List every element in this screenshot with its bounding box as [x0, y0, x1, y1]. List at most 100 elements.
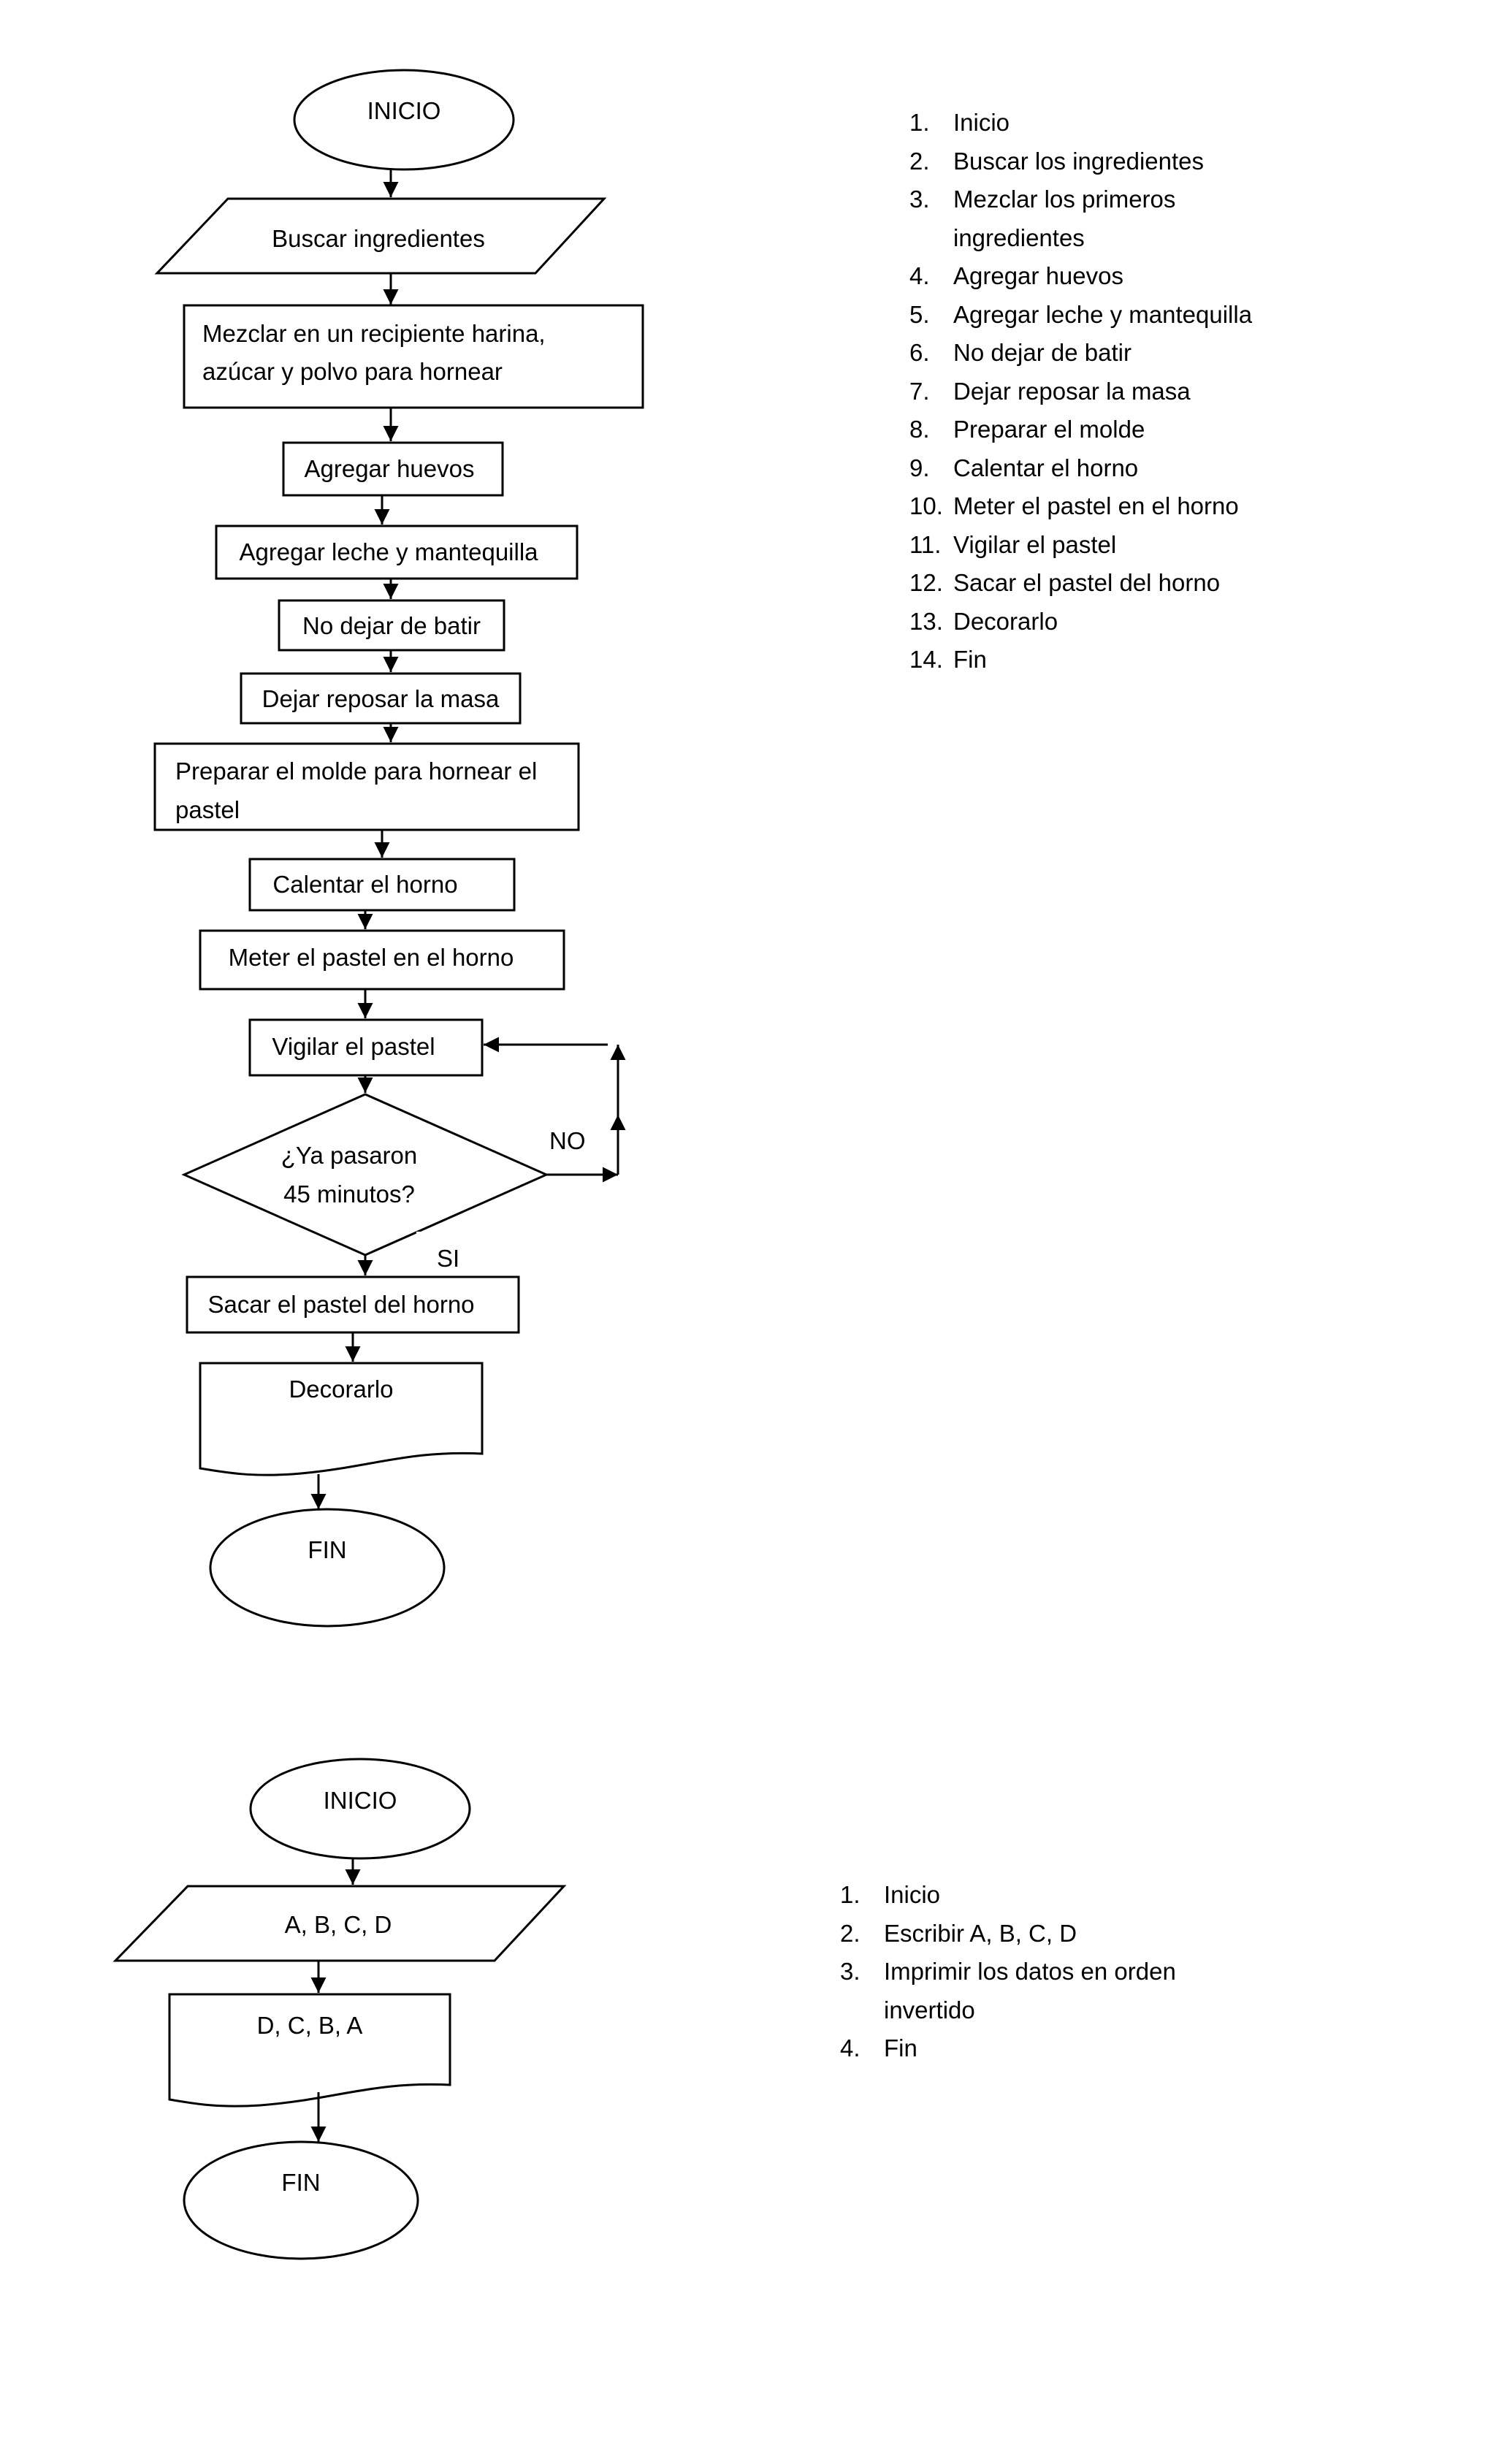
list-item-number: 3. [909, 186, 930, 213]
decision-yes-label: SI [437, 1245, 459, 1272]
input-label: A, B, C, D [285, 1911, 392, 1938]
process-rest-label: Dejar reposar la masa [262, 685, 500, 712]
process-watch-label: Vigilar el pastel [272, 1033, 435, 1060]
list-item-number: 13. [909, 607, 943, 635]
list-item: 10. Meter el pastel en el horno [909, 487, 1304, 526]
list-item-number: 2. [909, 147, 930, 175]
process-remove-label: Sacar el pastel del horno [207, 1291, 474, 1318]
process-eggs-label: Agregar huevos [305, 455, 475, 482]
process-heat-box [248, 858, 516, 912]
input-parallelogram [112, 1885, 567, 1962]
list-item: 13.Decorarlo [909, 603, 1304, 641]
list-item-text: Dejar reposar la masa [953, 377, 1191, 405]
list-item-text: Vigilar el pastel [953, 530, 1117, 558]
list-item: 4. Agregar huevos [909, 257, 1304, 296]
list-item-number: 12. [909, 569, 943, 596]
list-item: 2. Buscar los ingredientes [909, 142, 1304, 181]
decision-diamond [181, 1093, 549, 1256]
list-item-number: 1. [909, 109, 930, 136]
list-item-number: 4. [909, 262, 930, 289]
label-background [416, 1232, 492, 1280]
list-item-text: Fin [953, 646, 987, 673]
start-label: INICIO [324, 1787, 397, 1814]
start-terminal [293, 69, 515, 171]
input-parallelogram [154, 197, 607, 275]
list-item-number: 8. [909, 416, 930, 443]
list-item-text: Inicio [884, 1881, 941, 1908]
process-mix-line1: Mezclar en un recipiente harina, [202, 320, 546, 347]
end-terminal [209, 1508, 446, 1628]
list-item-text: Calentar el horno [953, 454, 1139, 481]
end-label: FIN [308, 1536, 346, 1563]
decision-no-label: NO [549, 1127, 586, 1154]
list-item-text: Imprimir los datos en orden invertido [884, 1958, 1176, 2024]
list-item: 3. Mezclar los primeros ingredientes [909, 180, 1304, 257]
list-item: 5. Agregar leche y mantequilla [909, 296, 1304, 335]
output-document-shape [168, 1993, 451, 2108]
output-document-shape [199, 1362, 484, 1476]
list-item-text: Meter el pastel en el horno [953, 492, 1239, 519]
process-rest-box [240, 672, 522, 725]
decision-line1: ¿Ya pasaron [281, 1142, 418, 1169]
list-item-text: Sacar el pastel del horno [953, 569, 1221, 596]
list-item-text: No dejar de batir [953, 339, 1131, 366]
list-item: 7. Dejar reposar la masa [909, 373, 1304, 411]
process-mold-line1: Preparar el molde para hornear el [175, 758, 537, 785]
process-milk-label: Agregar leche y mantequilla [239, 538, 538, 565]
list-item-number: 9. [909, 454, 930, 481]
list-item: 14. Fin [909, 641, 1304, 679]
list-item: 2. Escribir A, B, C, D [840, 1915, 1249, 1953]
list-item: 1. Inicio [909, 104, 1304, 142]
list-item-number: 3. [840, 1958, 860, 1985]
list-item-number: 10. [909, 492, 943, 519]
list-item-text: Agregar leche y mantequilla [953, 300, 1253, 328]
list-item: 11. Vigilar el pastel [909, 526, 1304, 565]
list-item: 9. Calentar el horno [909, 449, 1304, 488]
process-eggs-box [282, 441, 504, 497]
output-label: Decorarlo [289, 1376, 393, 1403]
decision-line2: 45 minutos? [283, 1180, 415, 1208]
list-item-number: 7. [909, 377, 930, 405]
process-mold-box [153, 742, 580, 831]
process-milk-box [215, 525, 579, 580]
list-item-text: Escribir A, B, C, D [884, 1919, 1077, 1947]
list-item-text: Mezclar los primeros ingredientes [953, 186, 1176, 251]
list-item: 6. No dejar de batir [909, 334, 1304, 373]
list-item-number: 2. [840, 1919, 860, 1947]
end-terminal [183, 2140, 419, 2260]
steps-list-cake: 1. Inicio 2. Buscar los ingredientes 3. Mezcl… [909, 104, 1304, 679]
output-label: D, C, B, A [257, 2012, 363, 2039]
process-mold-line2: pastel [175, 796, 240, 823]
process-insert-box [199, 929, 565, 991]
process-mix-box [183, 304, 644, 409]
flowchart-reverse: INICIO A, B, C, D D, C, B, A FIN [112, 1758, 567, 2260]
process-remove-box [186, 1275, 520, 1334]
list-item: 8. Preparar el molde [909, 411, 1304, 449]
process-beat-label: No dejar de batir [302, 612, 481, 639]
list-item-number: 1. [840, 1881, 860, 1908]
list-item-text: Preparar el molde [953, 416, 1145, 443]
input-label: Buscar ingredientes [272, 225, 485, 252]
list-item: 1. Inicio [840, 1876, 1249, 1915]
list-item-number: 5. [909, 300, 930, 328]
process-heat-label: Calentar el horno [272, 871, 457, 898]
list-item-number: 4. [840, 2034, 860, 2061]
list-item-text: Inicio [953, 109, 1010, 136]
list-item: 3. Imprimir los datos en orden invertido [840, 1953, 1249, 2029]
end-label: FIN [281, 2169, 320, 2196]
list-item-text: Agregar huevos [953, 262, 1123, 289]
flowchart-cake: INICIO Buscar ingredientes Mezclar en un… [153, 69, 644, 1628]
list-item: 12. Sacar el pastel del horno [909, 564, 1304, 603]
list-item: 4. Fin [840, 2029, 1249, 2068]
start-terminal [249, 1758, 471, 1860]
list-item-number: 6. [909, 339, 930, 366]
process-watch-box [248, 1018, 484, 1077]
list-item-number: 11. [909, 530, 942, 558]
process-mix-line2: azúcar y polvo para hornear [202, 358, 503, 385]
list-item-text: Buscar los ingredientes [953, 147, 1205, 175]
process-insert-label: Meter el pastel en el horno [229, 944, 514, 971]
list-item-number: 14. [909, 646, 943, 673]
list-item-text: Fin [884, 2034, 917, 2061]
steps-list-reverse: 1. Inicio 2. Escribir A, B, C, D 3. Imprimir … [840, 1876, 1249, 2068]
